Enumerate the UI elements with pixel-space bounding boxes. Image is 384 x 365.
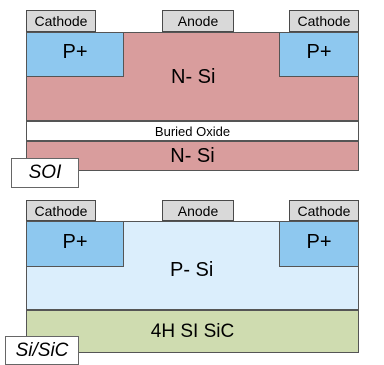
soi-cathode-right-contact: Cathode: [289, 10, 359, 32]
soi-p-plus-right: P+: [279, 32, 359, 77]
soi-anode-contact: Anode: [162, 10, 234, 32]
soi-buried-oxide-layer: Buried Oxide: [26, 121, 359, 141]
sisic-tag: Si/SiC: [5, 336, 79, 365]
sisic-p-plus-right: P+: [279, 221, 359, 267]
sisic-substrate-layer: 4H SI SiC: [26, 310, 359, 353]
soi-n-si-label: N- Si: [171, 66, 216, 88]
soi-p-plus-left: P+: [26, 32, 124, 77]
sisic-anode-contact: Anode: [162, 200, 234, 221]
sisic-p-plus-left: P+: [26, 221, 124, 267]
soi-substrate-layer: N- Si: [26, 141, 359, 171]
soi-tag: SOI: [11, 158, 79, 188]
soi-cathode-left-contact: Cathode: [26, 10, 96, 32]
sisic-cathode-left-contact: Cathode: [26, 200, 96, 221]
sisic-cathode-right-contact: Cathode: [289, 200, 359, 221]
sisic-p-si-label: P- Si: [170, 259, 214, 281]
